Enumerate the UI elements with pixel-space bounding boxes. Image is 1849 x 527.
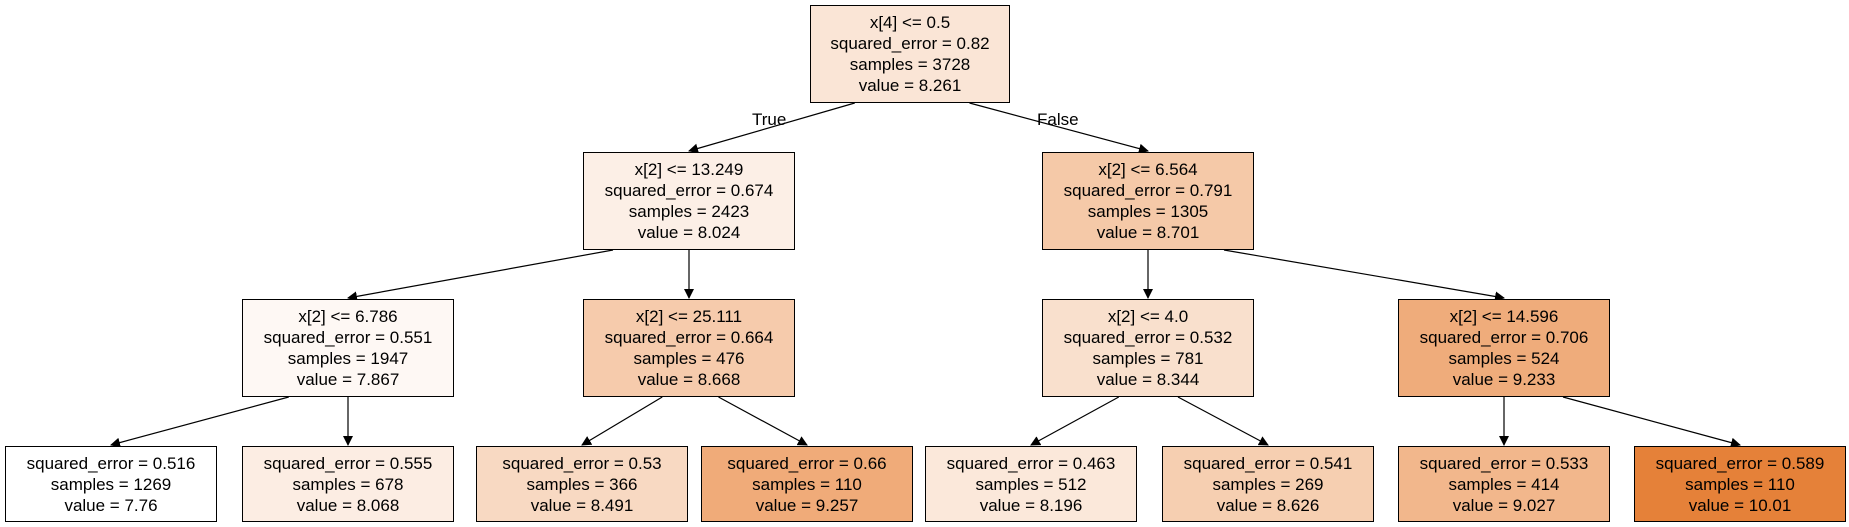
node-value-text: value = 9.027 xyxy=(1452,495,1556,515)
node-error-text: squared_error = 0.555 xyxy=(263,453,433,473)
node-split-text: x[2] <= 6.564 xyxy=(1098,160,1198,179)
edge-n2-n3 xyxy=(110,396,289,448)
node-samples-text: samples = 366 xyxy=(526,474,638,494)
node-error-text: squared_error = 0.664 xyxy=(604,328,774,347)
node-value-text: value = 9.257 xyxy=(755,495,859,515)
node-split-text: x[2] <= 14.596 xyxy=(1449,307,1559,326)
node-value-text: value = 8.261 xyxy=(858,76,962,95)
edge-n5-n6 xyxy=(581,396,663,446)
edge-label-true: True xyxy=(752,110,787,129)
node-error-text: squared_error = 0.53 xyxy=(502,453,662,473)
node-error-text: squared_error = 0.516 xyxy=(26,453,196,473)
tree-node-n12: x[2] <= 14.596 squared_error = 0.706 sampl… xyxy=(1398,299,1610,397)
node-value-text: value = 8.068 xyxy=(296,495,400,515)
tree-node-n2: x[2] <= 6.786 squared_error = 0.551 sample… xyxy=(242,299,454,397)
node-value-text: value = 10.01 xyxy=(1688,495,1792,515)
edge-n0-n1 xyxy=(688,102,855,154)
node-error-text: squared_error = 0.551 xyxy=(263,328,433,347)
edge-n0-n8 xyxy=(969,102,1149,154)
edge-n12-n14 xyxy=(1562,396,1741,448)
node-value-text: value = 8.701 xyxy=(1096,223,1200,242)
node-split-text: x[2] <= 25.111 xyxy=(635,307,743,326)
edge-n9-n11 xyxy=(1177,396,1269,446)
tree-node-n0: x[4] <= 0.5 squared_error = 0.82 samples =… xyxy=(810,5,1010,103)
node-split-text: x[4] <= 0.5 xyxy=(869,13,951,32)
node-samples-text: samples = 781 xyxy=(1092,349,1204,368)
node-error-text: squared_error = 0.541 xyxy=(1183,453,1353,473)
node-value-text: value = 8.491 xyxy=(530,495,634,515)
node-error-text: squared_error = 0.706 xyxy=(1419,328,1589,347)
node-error-text: squared_error = 0.791 xyxy=(1063,181,1233,200)
edge-n9-n10 xyxy=(1030,396,1120,446)
node-value-text: value = 7.867 xyxy=(296,370,400,389)
node-value-text: value = 9.233 xyxy=(1452,370,1556,389)
node-split-text: x[2] <= 13.249 xyxy=(634,160,744,179)
tree-node-n1: x[2] <= 13.249 squared_error = 0.674 sampl… xyxy=(583,152,795,250)
node-samples-text: samples = 1269 xyxy=(50,474,172,494)
node-value-text: value = 8.024 xyxy=(637,223,741,242)
tree-node-n8: x[2] <= 6.564 squared_error = 0.791 sample… xyxy=(1042,152,1254,250)
node-samples-text: samples = 3728 xyxy=(849,55,971,74)
node-error-text: squared_error = 0.674 xyxy=(604,181,774,200)
node-value-text: value = 8.196 xyxy=(979,495,1083,515)
edge-n1-n2 xyxy=(347,249,614,302)
node-samples-text: samples = 110 xyxy=(1685,474,1795,494)
node-error-text: squared_error = 0.589 xyxy=(1655,453,1825,473)
node-samples-text: samples = 476 xyxy=(633,349,745,368)
node-split-text: x[2] <= 6.786 xyxy=(298,307,398,326)
edge-n5-n7 xyxy=(718,396,808,446)
node-error-text: squared_error = 0.463 xyxy=(946,453,1116,473)
tree-node-n9: x[2] <= 4.0 squared_error = 0.532 samples … xyxy=(1042,299,1254,397)
node-samples-text: samples = 512 xyxy=(975,474,1087,494)
node-samples-text: samples = 678 xyxy=(292,474,404,494)
edge-n8-n12 xyxy=(1223,249,1505,302)
node-value-text: value = 7.76 xyxy=(64,495,158,515)
tree-node-n5: x[2] <= 25.111 squared_error = 0.664 sampl… xyxy=(583,299,795,397)
node-samples-text: samples = 2423 xyxy=(628,202,750,221)
edge-label-false: False xyxy=(1037,110,1079,129)
node-samples-text: samples = 524 xyxy=(1448,349,1560,368)
node-error-text: squared_error = 0.82 xyxy=(830,34,990,53)
node-error-text: squared_error = 0.66 xyxy=(727,453,887,473)
node-error-text: squared_error = 0.532 xyxy=(1063,328,1233,347)
node-samples-text: samples = 269 xyxy=(1212,474,1324,494)
node-samples-text: samples = 414 xyxy=(1448,474,1560,494)
node-split-text: x[2] <= 4.0 xyxy=(1107,307,1189,326)
node-samples-text: samples = 1947 xyxy=(287,349,409,368)
node-value-text: value = 8.626 xyxy=(1216,495,1320,515)
node-value-text: value = 8.344 xyxy=(1096,370,1200,389)
node-error-text: squared_error = 0.533 xyxy=(1419,453,1589,473)
node-value-text: value = 8.668 xyxy=(637,370,741,389)
node-samples-text: samples = 1305 xyxy=(1087,202,1209,221)
node-samples-text: samples = 110 xyxy=(752,474,862,494)
